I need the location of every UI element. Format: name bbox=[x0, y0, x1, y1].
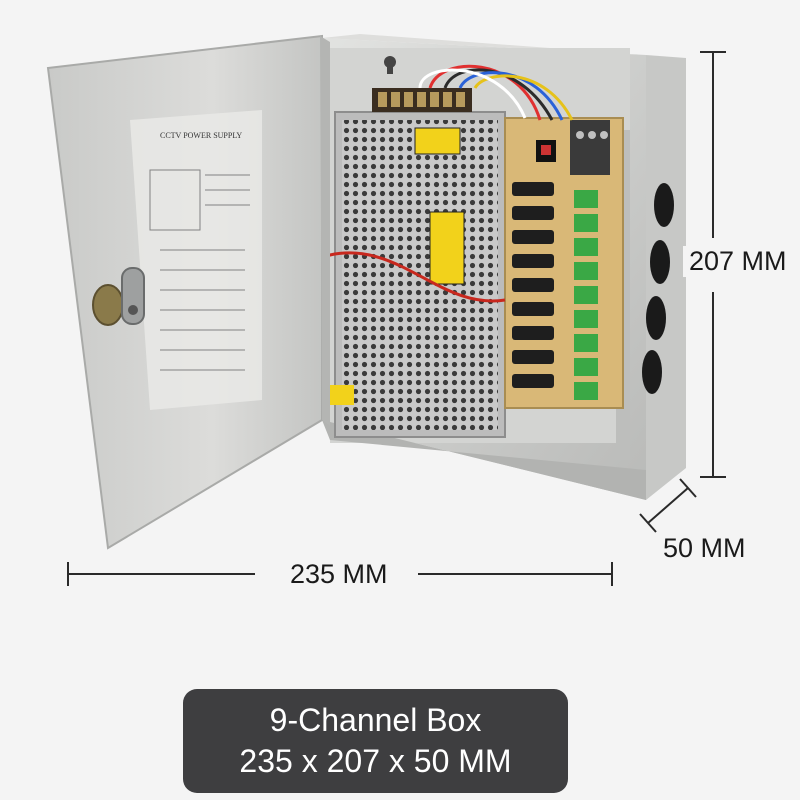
caption-dimensions: 235 x 207 x 50 MM bbox=[239, 743, 512, 779]
door-doc-title: CCTV POWER SUPPLY bbox=[160, 131, 242, 140]
dimension-depth-line bbox=[639, 478, 697, 533]
dimension-width-line bbox=[67, 562, 613, 586]
cable-entry-holes bbox=[642, 183, 674, 394]
dimension-height-label: 207 MM bbox=[683, 246, 793, 277]
fuse-row bbox=[512, 182, 554, 388]
mounting-keyhole bbox=[384, 56, 396, 74]
dimension-height-line bbox=[700, 51, 726, 478]
terminal-blocks bbox=[574, 190, 598, 400]
cabinet-door: CCTV POWER SUPPLY bbox=[46, 34, 330, 550]
dimension-width-label: 235 MM bbox=[284, 559, 394, 590]
power-supply-module bbox=[330, 88, 506, 438]
door-lock-icon bbox=[92, 267, 145, 326]
dimension-depth-label: 50 MM bbox=[663, 533, 746, 563]
caption-box: 9-Channel Box 235 x 207 x 50 MM bbox=[183, 689, 568, 793]
caption-title: 9-Channel Box bbox=[269, 702, 482, 738]
